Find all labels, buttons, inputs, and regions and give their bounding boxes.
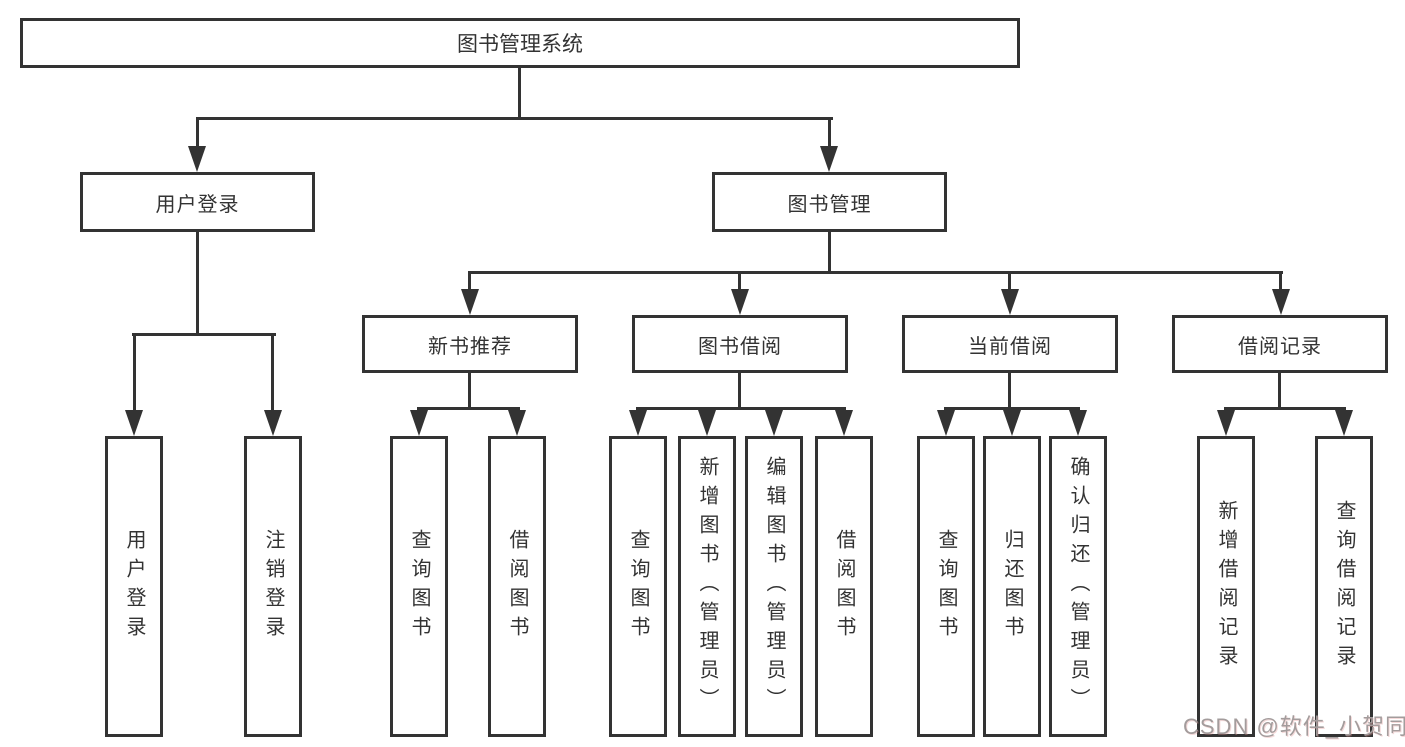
leaf-query-books-current: 查询图书	[917, 436, 975, 737]
node-new-book-recommend: 新书推荐	[362, 315, 578, 373]
leaf-label: 借阅图书	[833, 528, 855, 645]
leaf-label: 归还图书	[1001, 528, 1023, 645]
node-root-library-system: 图书管理系统	[20, 18, 1020, 68]
arrow-down-icon	[508, 410, 526, 436]
connector-drop	[271, 333, 274, 411]
leaf-query-books-recommend: 查询图书	[390, 436, 448, 737]
arrow-down-icon	[1069, 410, 1087, 436]
arrow-down-icon	[731, 289, 749, 315]
connector-drop-user-login	[196, 117, 199, 149]
arrow-down-icon	[820, 146, 838, 172]
leaf-label: 新增图书（管理员）	[696, 456, 718, 717]
arrow-down-icon	[1001, 289, 1019, 315]
connector-bookmgmt-bus	[468, 271, 1283, 274]
arrow-down-icon	[937, 410, 955, 436]
arrow-down-icon	[1335, 410, 1353, 436]
leaf-label: 借阅图书	[506, 528, 528, 645]
leaf-add-borrow-record: 新增借阅记录	[1197, 436, 1255, 737]
leaf-borrow-books-recommend: 借阅图书	[488, 436, 546, 737]
leaf-confirm-return-admin: 确认归还（管理员）	[1049, 436, 1107, 737]
connector-root-bus	[196, 117, 833, 120]
connector-root-stem	[518, 68, 521, 120]
leaf-add-books-admin: 新增图书（管理员）	[678, 436, 736, 737]
connector-drop	[1279, 271, 1282, 291]
connector-currentborrow-stem	[1008, 373, 1011, 410]
arrow-down-icon	[410, 410, 428, 436]
connector-bookborrow-stem	[738, 373, 741, 410]
connector-bookborrow-bus	[636, 407, 846, 410]
arrow-down-icon	[698, 410, 716, 436]
arrow-down-icon	[264, 410, 282, 436]
leaf-label: 查询图书	[935, 528, 957, 645]
leaf-edit-books-admin: 编辑图书（管理员）	[745, 436, 803, 737]
leaf-query-borrow-record: 查询借阅记录	[1315, 436, 1373, 737]
node-label: 图书管理系统	[457, 33, 583, 56]
connector-newbook-bus	[417, 407, 520, 410]
leaf-label: 确认归还（管理员）	[1067, 456, 1089, 717]
connector-drop	[133, 333, 136, 411]
connector-drop-book-mgmt	[828, 117, 831, 149]
arrow-down-icon	[1272, 289, 1290, 315]
connector-records-stem	[1278, 373, 1281, 410]
leaf-label: 查询借阅记录	[1333, 499, 1355, 674]
leaf-label: 编辑图书（管理员）	[763, 456, 785, 717]
node-current-borrow: 当前借阅	[902, 315, 1118, 373]
arrow-down-icon	[125, 410, 143, 436]
node-book-management: 图书管理	[712, 172, 947, 232]
arrow-down-icon	[765, 410, 783, 436]
leaf-user-login: 用户登录	[105, 436, 163, 737]
connector-currentborrow-bus	[944, 407, 1080, 410]
arrow-down-icon	[835, 410, 853, 436]
connector-newbook-stem	[468, 373, 471, 410]
leaf-logout: 注销登录	[244, 436, 302, 737]
arrow-down-icon	[1003, 410, 1021, 436]
connector-userlogin-stem	[196, 232, 199, 336]
connector-userlogin-bus	[132, 333, 276, 336]
node-label: 图书借阅	[698, 335, 782, 358]
connector-drop	[738, 271, 741, 291]
leaf-return-books: 归还图书	[983, 436, 1041, 737]
node-user-login: 用户登录	[80, 172, 315, 232]
node-label: 当前借阅	[968, 335, 1052, 358]
node-book-borrow: 图书借阅	[632, 315, 848, 373]
arrow-down-icon	[461, 289, 479, 315]
leaf-label: 查询图书	[627, 528, 649, 645]
leaf-label: 用户登录	[123, 528, 145, 645]
connector-drop	[1008, 271, 1011, 291]
arrow-down-icon	[629, 410, 647, 436]
connector-drop	[468, 271, 471, 291]
arrow-down-icon	[188, 146, 206, 172]
node-label: 图书管理	[787, 193, 872, 216]
arrow-down-icon	[1217, 410, 1235, 436]
node-label: 借阅记录	[1238, 335, 1322, 358]
csdn-watermark: CSDN @软件_小贺同学	[1183, 714, 1405, 739]
leaf-label: 查询图书	[408, 528, 430, 645]
connector-bookmgmt-stem	[828, 232, 831, 274]
leaf-borrow-books: 借阅图书	[815, 436, 873, 737]
connector-records-bus	[1224, 407, 1346, 410]
node-label: 新书推荐	[428, 335, 512, 358]
leaf-query-books-borrow: 查询图书	[609, 436, 667, 737]
node-label: 用户登录	[155, 193, 240, 216]
node-borrow-records: 借阅记录	[1172, 315, 1388, 373]
leaf-label: 新增借阅记录	[1215, 499, 1237, 674]
leaf-label: 注销登录	[262, 528, 284, 645]
